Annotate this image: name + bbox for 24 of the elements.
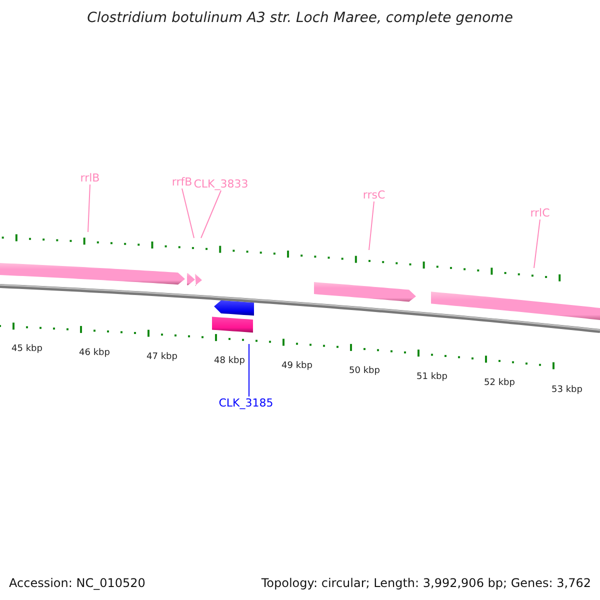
position-label: 49 kbp	[282, 360, 312, 372]
position-label: 50 kbp	[349, 366, 380, 378]
position-label: 53 kbp	[552, 384, 582, 396]
leader-line	[534, 219, 540, 268]
position-label: 48 kbp	[214, 356, 245, 367]
gene-label: rrlB	[80, 172, 100, 184]
leader-line	[200, 190, 222, 238]
leader-line	[88, 184, 90, 232]
position-label: 51 kbp	[416, 372, 448, 383]
leader-line	[182, 188, 194, 238]
gene-label: CLK_3833	[194, 178, 248, 190]
position-label: 45 kbp	[12, 344, 42, 356]
gene-label: rrlC	[530, 206, 550, 220]
position-label: 46 kbp	[79, 348, 110, 359]
genome-summary: Topology: circular; Length: 3,992,906 bp; Genes: 3,762	[261, 575, 591, 592]
accession-note: Accession: NC_010520	[9, 575, 146, 592]
gene-label: rrsC	[362, 188, 386, 202]
title: Clostridium botulinum A3 str. Loch Maree, complete genome	[86, 9, 514, 28]
leader-line	[368, 201, 374, 250]
leader-line	[248, 344, 250, 397]
gene-label: rrfB	[172, 176, 192, 188]
position-label: 47 kbp	[146, 352, 178, 363]
position-label: 52 kbp	[484, 378, 515, 389]
gene-label: CLK_3185	[218, 396, 274, 410]
